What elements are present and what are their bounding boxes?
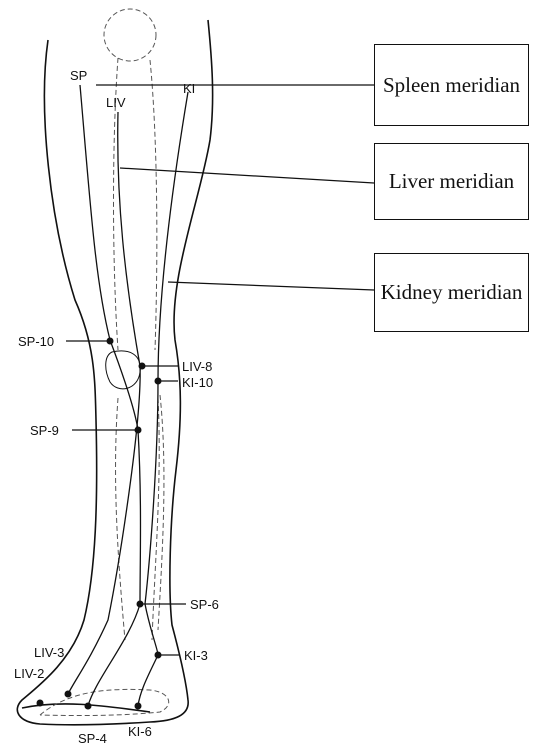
spleen-line [80,85,141,706]
kidney-meridian-box: Kidney meridian [374,253,529,332]
ki-line-label: KI [183,81,195,96]
liv2-point [37,700,44,707]
sp6-point [137,601,144,608]
kidney-leader [168,282,374,290]
liv2-label: LIV-2 [14,666,44,681]
ki10-point [155,378,162,385]
knee-outline [106,351,140,389]
ki6-point [135,703,142,710]
femur-head [104,9,156,61]
sp10-label: SP-10 [18,334,54,349]
liv8-label: LIV-8 [182,359,212,374]
liver-leader [120,168,374,183]
liv8-point [139,363,146,370]
ki10-label: KI-10 [182,375,213,390]
spleen-meridian-box: Spleen meridian [374,44,529,126]
liv3-point [65,691,72,698]
liver-meridian-label: Liver meridian [389,169,514,194]
sp9-point [135,427,142,434]
liv3-label: LIV-3 [34,645,64,660]
liver-meridian-box: Liver meridian [374,143,529,220]
ki3-point [155,652,162,659]
sp9-label: SP-9 [30,423,59,438]
kidney-meridian-label: Kidney meridian [381,280,523,305]
ki3-label: KI-3 [184,648,208,663]
sp10-point [107,338,114,345]
sp4-label: SP-4 [78,731,107,745]
ki6-label: KI-6 [128,724,152,739]
liv-line-label: LIV [106,95,126,110]
sp-line-label: SP [70,68,87,83]
spleen-meridian-label: Spleen meridian [383,73,520,98]
liver-line [68,112,140,694]
sp6-label: SP-6 [190,597,219,612]
sp4-point [85,703,92,710]
